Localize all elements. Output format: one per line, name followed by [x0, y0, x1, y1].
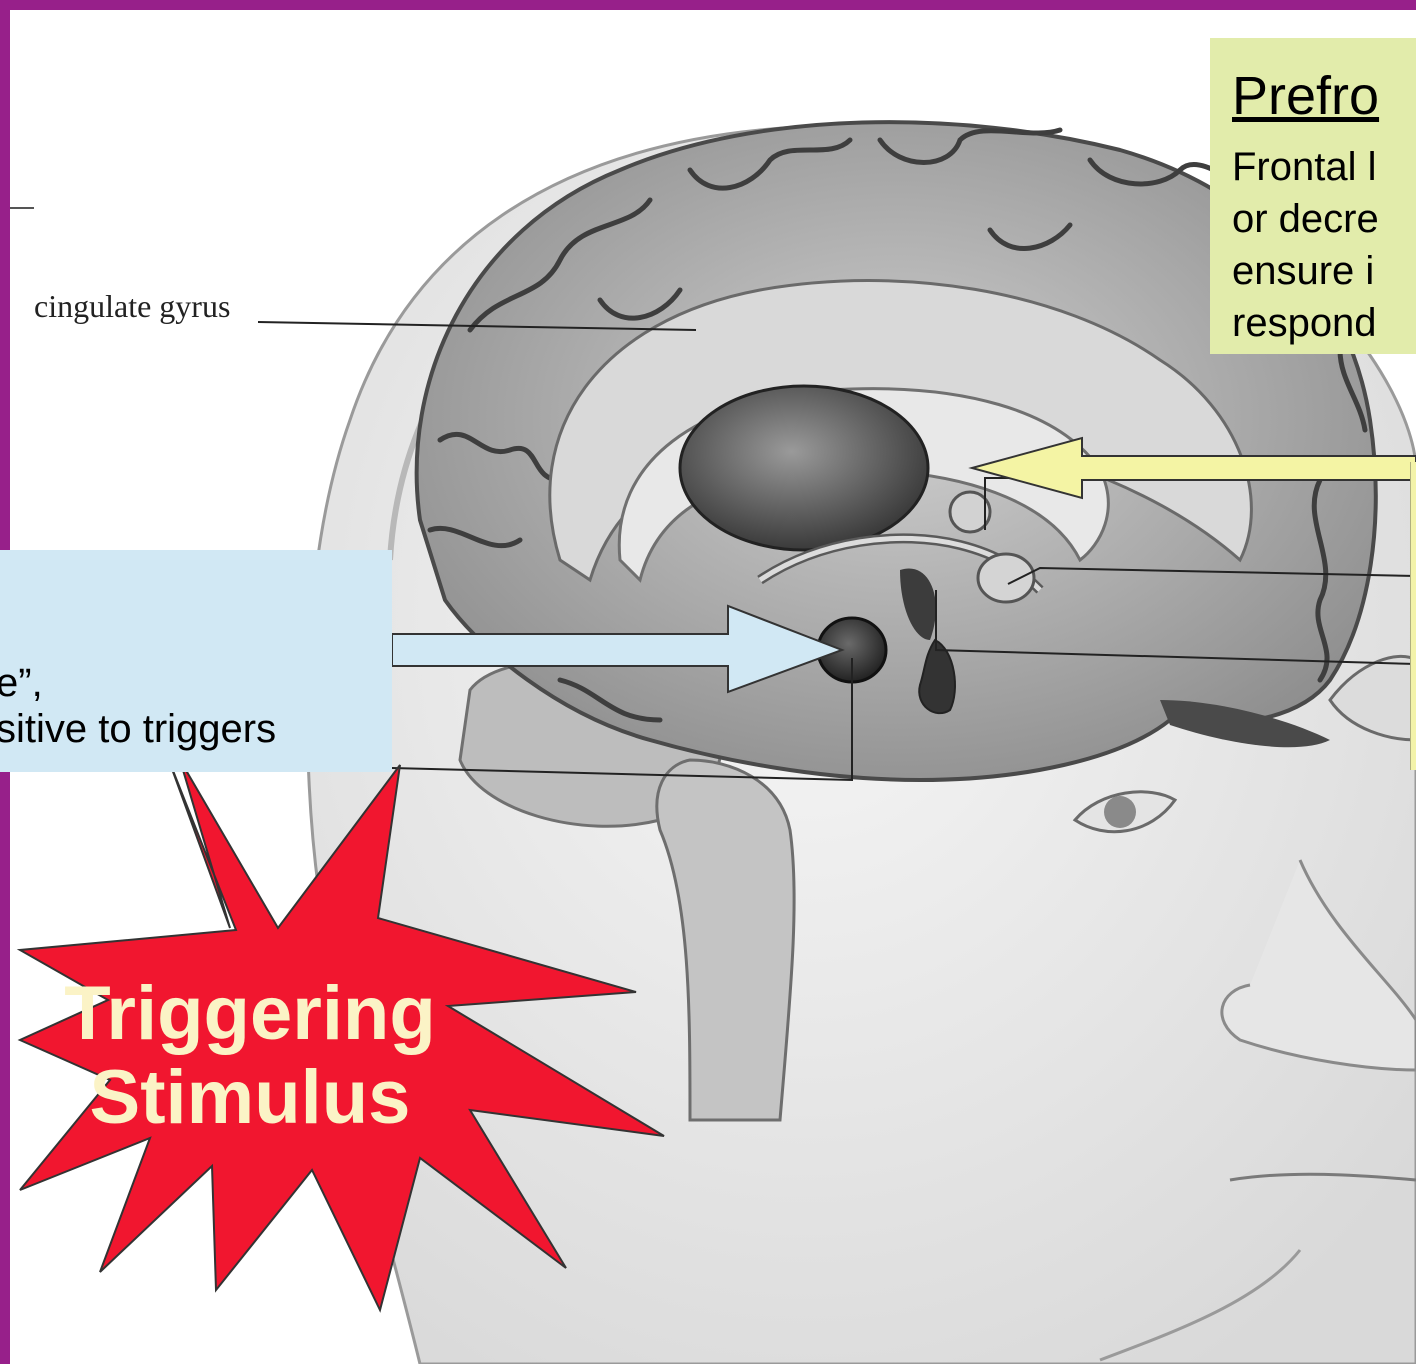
- prefrontal-line-2: or decre: [1232, 196, 1379, 242]
- prefrontal-title: Prefro: [1232, 66, 1379, 126]
- iris: [1104, 796, 1136, 828]
- amygdala-line-1: e”,: [0, 660, 43, 706]
- cingulate-gyrus-label: cingulate gyrus: [34, 288, 230, 324]
- prefrontal-line-4: respond: [1232, 300, 1377, 346]
- prefrontal-line-3: ensure i: [1232, 248, 1374, 294]
- hypothalamus: [978, 554, 1034, 602]
- slide-border-top: [0, 0, 1416, 10]
- prefrontal-line-1: Frontal l: [1232, 144, 1377, 190]
- amygdala-line-2: sitive to triggers: [0, 706, 276, 752]
- prefrontal-callout: Prefro Frontal l or decre ensure i respo…: [1210, 38, 1416, 354]
- hypothalamus-callout: [1410, 462, 1416, 770]
- burst-line-1: Triggering: [60, 972, 440, 1056]
- triggering-stimulus-text: Triggering Stimulus: [60, 972, 440, 1140]
- burst-line-2: Stimulus: [60, 1056, 440, 1140]
- amygdala-callout: e”, sitive to triggers: [0, 550, 392, 772]
- thalamus: [680, 386, 928, 550]
